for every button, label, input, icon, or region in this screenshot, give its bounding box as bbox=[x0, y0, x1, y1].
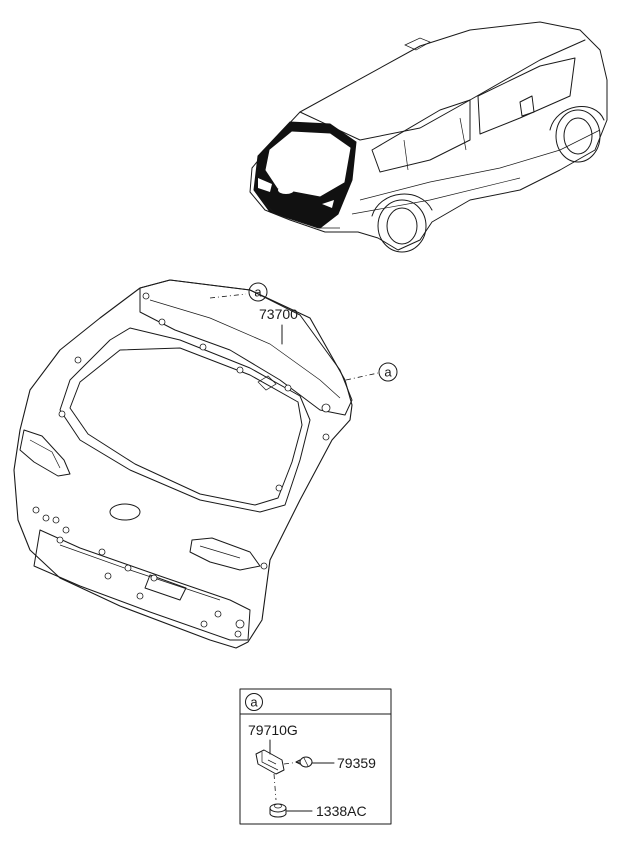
bracket-part bbox=[255, 749, 285, 775]
screw-part bbox=[295, 756, 313, 768]
part-number-79710g: 79710G bbox=[248, 722, 298, 738]
callout-ref-a-top: a bbox=[209, 282, 268, 302]
ref-a-label-1: a bbox=[254, 285, 262, 300]
detail-header-a: a bbox=[250, 695, 258, 710]
nut-part bbox=[269, 803, 287, 818]
vehicle-illustration bbox=[249, 21, 608, 253]
callout-73700: 73700 bbox=[259, 306, 298, 345]
ref-a-label-2: a bbox=[384, 365, 392, 380]
callout-ref-a-right: a bbox=[345, 362, 398, 382]
tailgate-illustration bbox=[13, 279, 353, 649]
tailgate-holes bbox=[32, 292, 331, 638]
part-number-79359: 79359 bbox=[337, 755, 376, 771]
detail-box-a: a 79710G 79359 1338AC bbox=[239, 688, 392, 825]
part-number-73700: 73700 bbox=[259, 306, 298, 322]
part-number-1338ac: 1338AC bbox=[316, 803, 367, 819]
